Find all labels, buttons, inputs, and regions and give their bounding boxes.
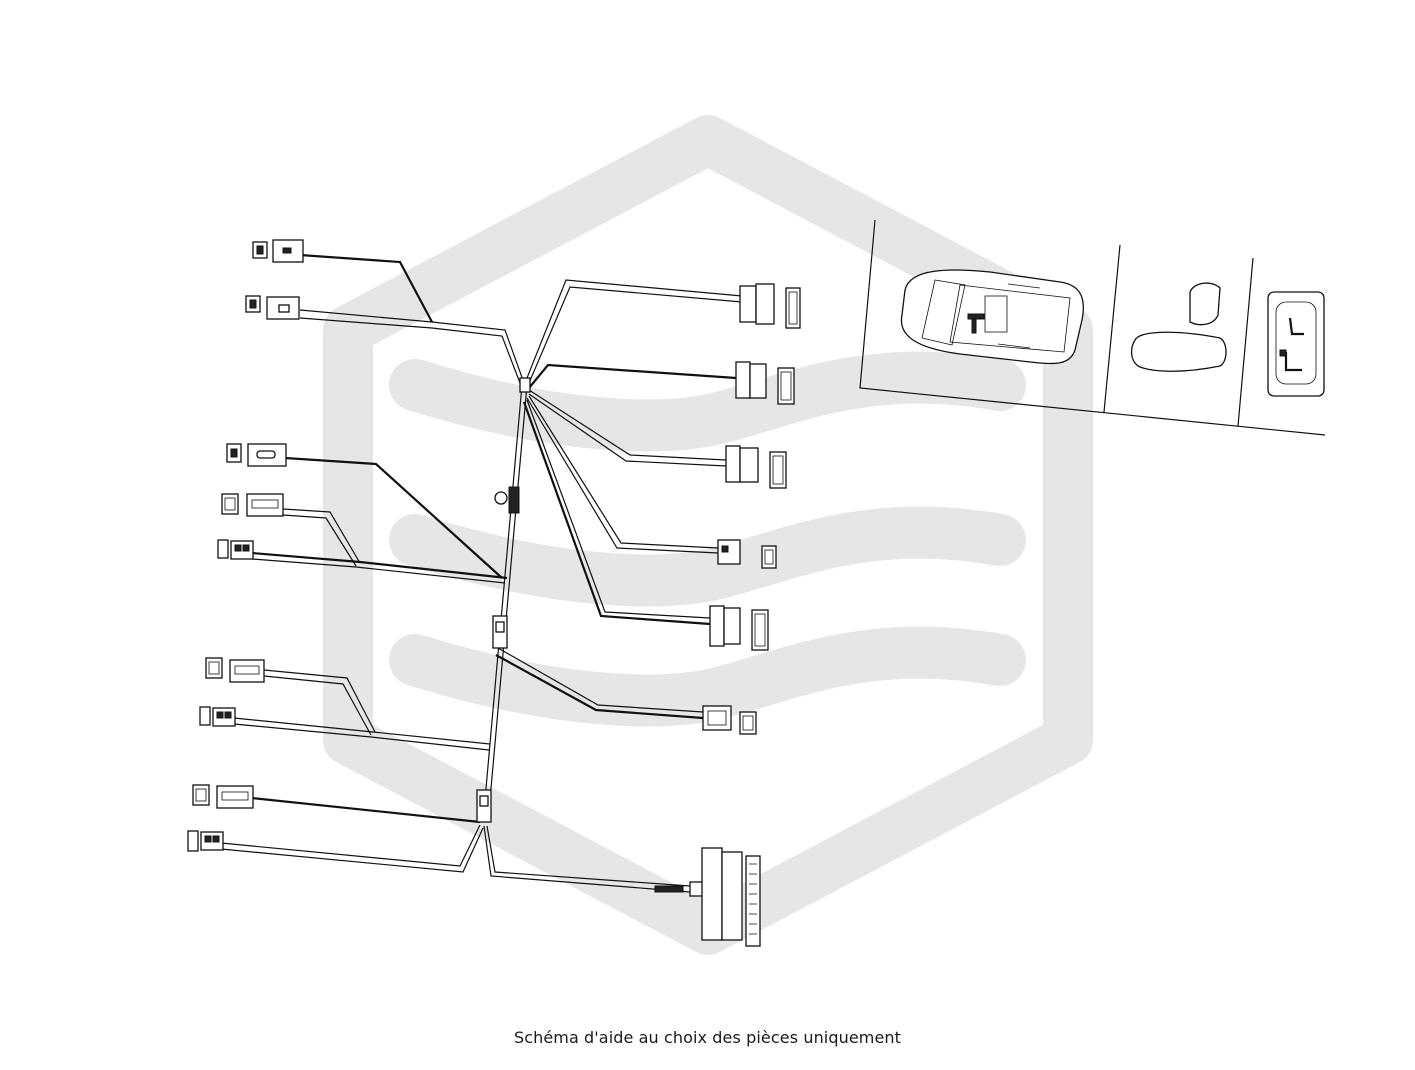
disclaimer-caption: Schéma d'aide au choix des pièces unique…	[513, 1028, 902, 1047]
seat-switch-panel-icon	[1267, 291, 1325, 397]
location-views	[859, 219, 1326, 436]
connector-9	[187, 830, 224, 852]
connector-main-large	[689, 847, 761, 947]
connector-3	[226, 443, 287, 467]
connector-14	[709, 605, 769, 651]
left-connectors	[187, 239, 304, 852]
connector-10	[739, 283, 801, 329]
connector-6	[205, 657, 265, 683]
car-top-view-icon	[900, 269, 1084, 365]
connector-13	[717, 539, 777, 569]
right-connectors	[689, 283, 801, 947]
connector-11	[735, 361, 795, 405]
connector-15	[702, 705, 757, 735]
connector-12	[725, 445, 787, 489]
harness-clips	[476, 377, 684, 893]
connector-2	[245, 295, 300, 320]
seat-icon	[1130, 282, 1227, 372]
connector-8	[192, 784, 254, 809]
harness-wires	[220, 253, 743, 893]
connector-1	[252, 239, 304, 263]
connector-7	[199, 706, 236, 727]
connector-5	[217, 539, 254, 560]
connector-4	[221, 493, 284, 517]
